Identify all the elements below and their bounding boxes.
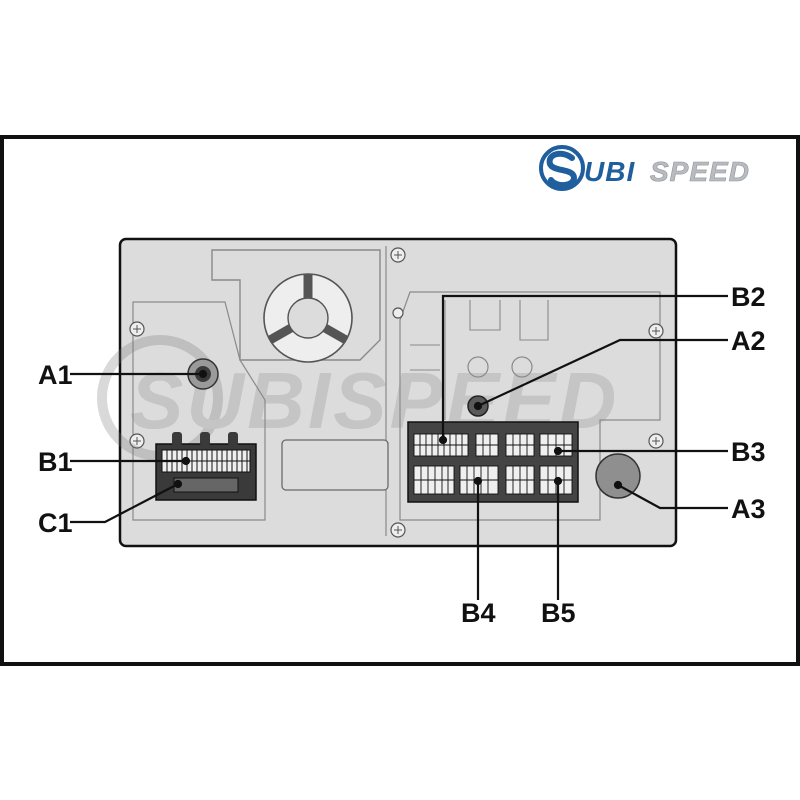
b1-c1-connector	[155, 432, 257, 501]
label-b5: B5	[541, 598, 576, 628]
label-a1: A1	[38, 360, 73, 390]
label-a3: A3	[731, 494, 766, 524]
logo-text-ubi: UBI	[584, 156, 635, 187]
label-b4: B4	[461, 598, 496, 628]
leader-lines	[70, 294, 728, 600]
label-b1: B1	[38, 447, 73, 477]
callout-labels: A1 B1 C1 B2 A2 B3 A3 B4 B5	[38, 282, 766, 628]
logo-text-speed: SPEED	[650, 156, 750, 187]
label-b3: B3	[731, 437, 766, 467]
label-c1: C1	[38, 508, 73, 538]
label-a2: A2	[731, 326, 766, 356]
a3-port	[595, 453, 641, 499]
label-b2: B2	[731, 282, 766, 312]
b2-b5-connector-cluster	[407, 421, 579, 503]
subispeed-logo: UBI SPEED	[539, 145, 750, 191]
